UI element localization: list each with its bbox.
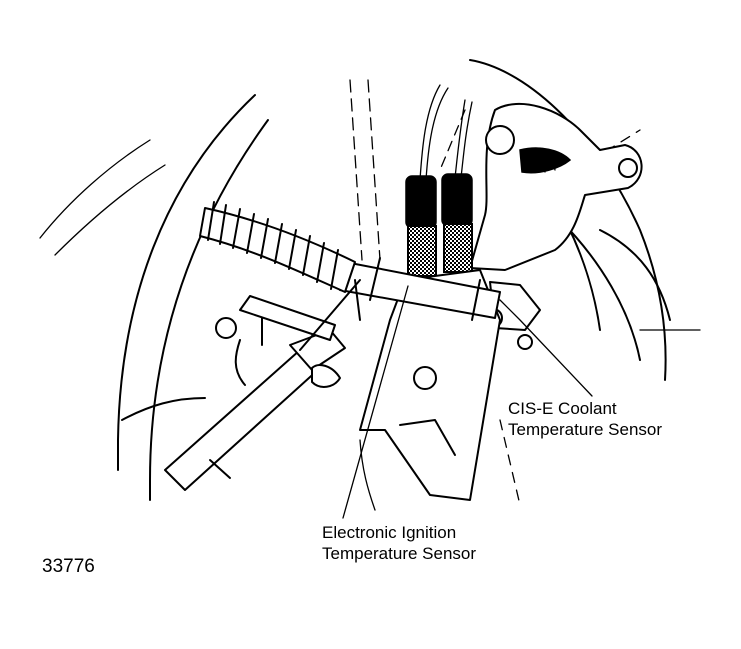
ribbed-hose: [199, 201, 356, 293]
electronic-ignition-sensor-label: Electronic Ignition Temperature Sensor: [322, 522, 476, 564]
fender-arch: [39, 94, 269, 501]
ign-label-line-2: Temperature Sensor: [322, 544, 477, 563]
electronic-ignition-sensor-body: [405, 175, 437, 277]
figure-number: 33776: [42, 556, 95, 577]
cis-label-line-2: Temperature Sensor: [508, 420, 663, 439]
cis-label-line-1: CIS-E Coolant: [508, 399, 617, 418]
cis-e-coolant-sensor-label: CIS-E Coolant Temperature Sensor: [508, 398, 662, 440]
cis-e-coolant-sensor-body: [441, 173, 473, 273]
throttle-linkage: [164, 279, 361, 491]
vacuum-hose-lines: [349, 79, 466, 261]
sensor-wires: [419, 84, 473, 181]
thermostat-housing: [359, 269, 521, 511]
ign-label-line-1: Electronic Ignition: [322, 523, 457, 542]
leader-lines: [342, 285, 593, 519]
